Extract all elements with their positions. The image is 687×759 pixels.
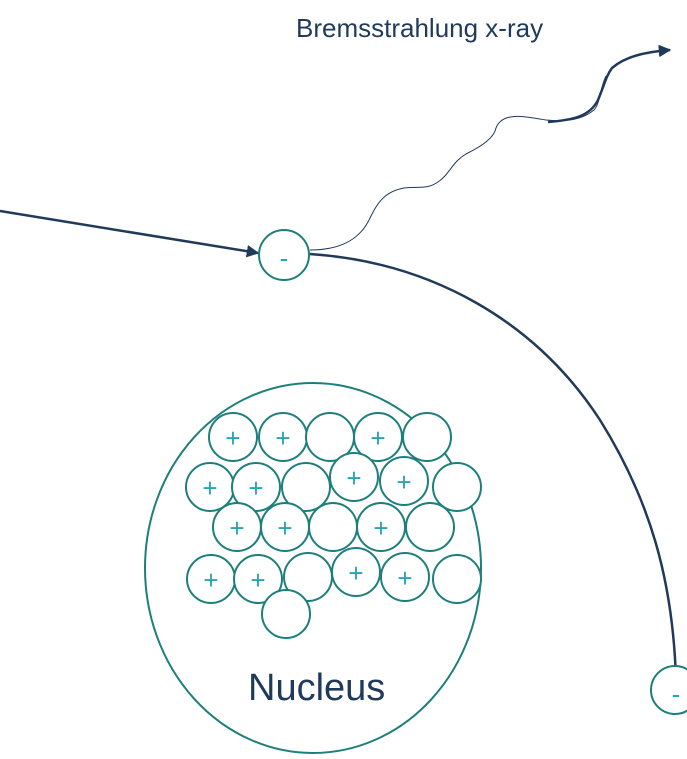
proton: + [186,554,236,604]
nucleons-cluster: ++++++++++++++ [185,412,482,639]
proton: + [233,554,283,604]
proton-charge: + [225,423,240,453]
proton: + [260,502,310,552]
proton: + [212,502,262,552]
xray-photon-tail [547,44,672,124]
deflected-electron-path [309,252,682,682]
proton: + [380,552,430,602]
proton-charge: + [275,423,290,453]
proton: + [208,412,258,462]
electron-charge: - [280,243,289,273]
proton-charge: + [203,565,218,595]
neutron [281,462,331,512]
proton: + [331,547,381,597]
proton-charge: + [397,563,412,593]
electron-charge: - [672,679,681,709]
proton-charge: + [250,565,265,595]
proton-charge: + [348,558,363,588]
proton: + [258,412,308,462]
neutron [432,554,482,604]
outgoing-electron: - [650,665,687,715]
proton: + [185,462,235,512]
proton-charge: + [277,513,292,543]
incoming-electron-path [0,209,260,258]
proton-charge: + [396,467,411,497]
proton: + [379,456,429,506]
proton: + [356,502,406,552]
neutron [308,502,358,552]
xray-label: Bremsstrahlung x-ray [296,13,543,43]
neutron [432,462,482,512]
proton-charge: + [346,463,361,493]
incoming-electron: - [258,229,310,281]
proton: + [329,452,379,502]
neutron [402,412,452,462]
xray-photon-wave [309,75,607,251]
neutron [405,502,455,552]
proton-charge: + [248,473,263,503]
neutron [261,589,311,639]
proton-charge: + [202,473,217,503]
proton-charge: + [229,513,244,543]
proton-charge: + [370,423,385,453]
nucleus-label: Nucleus [248,667,385,709]
proton-charge: + [373,513,388,543]
nucleus-boundary [144,382,482,754]
